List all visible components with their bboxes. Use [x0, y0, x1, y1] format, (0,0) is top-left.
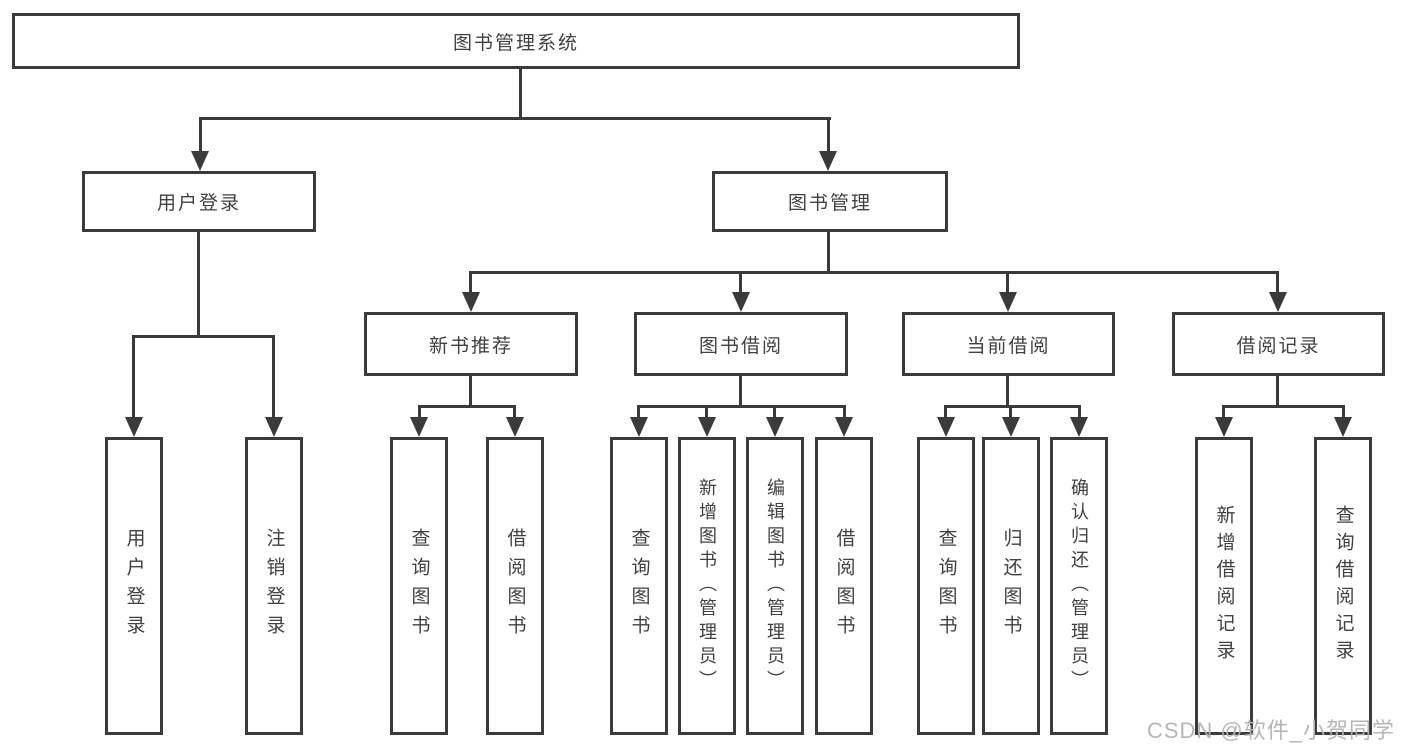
- arrow-down-icon: [125, 417, 143, 437]
- leaf-borrowing-borrow-books: 借阅图书: [815, 437, 873, 735]
- connector-line: [1342, 405, 1345, 420]
- connector-line: [1006, 271, 1009, 296]
- arrow-down-icon: [1269, 292, 1287, 312]
- leaf-borrowing-add-books-admin-label: 新增图书（管理员）: [697, 478, 717, 694]
- node-new-book-recommend-label: 新书推荐: [428, 335, 513, 357]
- arrow-down-icon: [819, 151, 837, 171]
- node-book-borrowing-label: 图书借阅: [698, 335, 783, 357]
- arrow-down-icon: [1334, 417, 1352, 437]
- node-book-borrowing: 图书借阅: [634, 312, 848, 376]
- leaf-current-query-books-label: 查询图书: [935, 528, 957, 644]
- leaf-user-login: 用户登录: [105, 437, 163, 735]
- connector-line: [1078, 405, 1081, 420]
- connector-line: [469, 271, 472, 296]
- arrow-down-icon: [191, 151, 209, 171]
- node-book-management-label: 图书管理: [787, 193, 872, 214]
- connector-line: [705, 405, 708, 420]
- connector-line: [944, 405, 1081, 408]
- leaf-borrowing-query-books: 查询图书: [610, 437, 668, 735]
- leaf-recommend-borrow-books-label: 借阅图书: [504, 528, 526, 644]
- connector-line: [132, 335, 135, 420]
- arrow-down-icon: [999, 292, 1017, 312]
- connector-line: [197, 232, 200, 337]
- connector-line: [637, 405, 846, 408]
- leaf-borrowing-edit-books-admin-label: 编辑图书（管理员）: [765, 478, 785, 694]
- connector-line: [272, 335, 275, 420]
- arrow-down-icon: [937, 417, 955, 437]
- leaf-records-query-record-label: 查询借阅记录: [1332, 505, 1354, 667]
- connector-line: [513, 405, 516, 420]
- node-user-login-label: 用户登录: [156, 193, 241, 214]
- leaf-user-login-label: 用户登录: [123, 528, 145, 644]
- connector-line: [418, 405, 421, 420]
- arrow-down-icon: [1070, 417, 1088, 437]
- connector-line: [637, 405, 640, 420]
- node-current-borrowing-label: 当前借阅: [966, 335, 1051, 357]
- arrow-down-icon: [410, 417, 428, 437]
- leaf-logout: 注销登录: [245, 437, 303, 735]
- arrow-down-icon: [1002, 417, 1020, 437]
- leaf-current-return-books: 归还图书: [982, 437, 1040, 735]
- leaf-records-add-record-label: 新增借阅记录: [1213, 505, 1235, 667]
- connector-line: [1276, 271, 1279, 296]
- connector-line: [1276, 376, 1279, 408]
- leaf-borrowing-query-books-label: 查询图书: [628, 528, 650, 644]
- node-book-management: 图书管理: [712, 171, 948, 232]
- connector-line: [773, 405, 776, 420]
- connector-line: [843, 405, 846, 420]
- leaf-recommend-query-books-label: 查询图书: [408, 528, 430, 644]
- leaf-current-query-books: 查询图书: [917, 437, 975, 735]
- node-root-label: 图书管理系统: [452, 32, 579, 54]
- leaf-records-query-record: 查询借阅记录: [1314, 437, 1372, 735]
- arrow-down-icon: [265, 417, 283, 437]
- leaf-borrowing-edit-books-admin: 编辑图书（管理员）: [746, 437, 804, 735]
- arrow-down-icon: [462, 292, 480, 312]
- leaf-current-confirm-return-admin-label: 确认归还（管理员）: [1069, 478, 1089, 694]
- connector-line: [519, 68, 522, 118]
- leaf-recommend-borrow-books: 借阅图书: [486, 437, 544, 735]
- connector-line: [199, 117, 831, 120]
- arrow-down-icon: [1215, 417, 1233, 437]
- leaf-borrowing-borrow-books-label: 借阅图书: [833, 528, 855, 644]
- leaf-logout-label: 注销登录: [263, 528, 285, 644]
- watermark: CSDN @软件_小贺同学: [1146, 718, 1395, 743]
- node-new-book-recommend: 新书推荐: [364, 312, 578, 376]
- leaf-records-add-record: 新增借阅记录: [1195, 437, 1253, 735]
- node-borrowing-records-label: 借阅记录: [1236, 335, 1321, 357]
- arrow-down-icon: [835, 417, 853, 437]
- node-root: 图书管理系统: [12, 13, 1020, 69]
- connector-line: [199, 117, 202, 153]
- connector-line: [469, 376, 472, 408]
- leaf-current-confirm-return-admin: 确认归还（管理员）: [1050, 437, 1108, 735]
- arrow-down-icon: [766, 417, 784, 437]
- arrow-down-icon: [630, 417, 648, 437]
- connector-line: [418, 405, 516, 408]
- node-borrowing-records: 借阅记录: [1172, 312, 1385, 376]
- leaf-current-return-books-label: 归还图书: [1000, 528, 1022, 644]
- connector-line: [1006, 376, 1009, 408]
- connector-line: [469, 271, 1279, 274]
- arrow-down-icon: [506, 417, 524, 437]
- connector-line: [944, 405, 947, 420]
- connector-line: [827, 117, 830, 153]
- node-current-borrowing: 当前借阅: [902, 312, 1115, 376]
- connector-line: [132, 335, 275, 338]
- arrow-down-icon: [698, 417, 716, 437]
- arrow-down-icon: [732, 292, 750, 312]
- connector-line: [739, 376, 742, 408]
- connector-line: [739, 271, 742, 296]
- connector-line: [827, 232, 830, 272]
- connector-line: [1222, 405, 1345, 408]
- connector-line: [1009, 405, 1012, 420]
- node-user-login: 用户登录: [82, 171, 316, 232]
- leaf-borrowing-add-books-admin: 新增图书（管理员）: [678, 437, 736, 735]
- leaf-recommend-query-books: 查询图书: [390, 437, 448, 735]
- connector-line: [1222, 405, 1225, 420]
